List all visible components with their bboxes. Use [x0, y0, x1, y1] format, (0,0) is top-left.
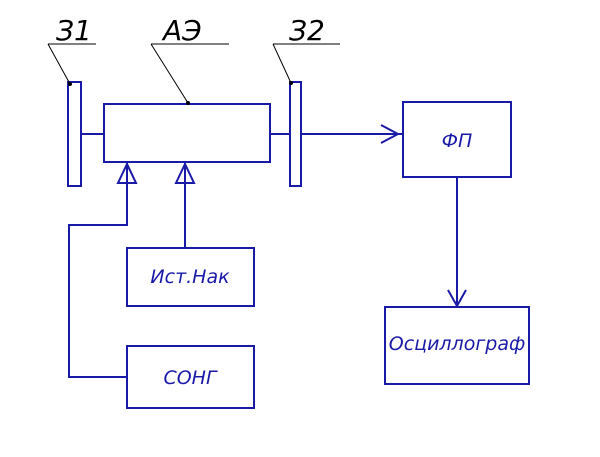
pump-source-block	[126, 247, 255, 307]
pump-source-label: Ист.Нак	[150, 266, 230, 288]
mirror-1-leader-dot	[68, 82, 72, 86]
arrow-to-photodetector	[380, 124, 401, 144]
active-element-leader	[150, 43, 189, 104]
generator-to-active-element-line	[68, 162, 128, 378]
active-element-block	[103, 103, 271, 163]
oscilloscope-label: Осциллограф	[389, 333, 526, 355]
oscilloscope-block	[384, 306, 530, 385]
mirror-2-leader-dot	[289, 81, 293, 85]
mirror-1-leader	[47, 43, 71, 85]
arrow-pump-to-active-element	[174, 161, 196, 184]
mirror-1	[67, 81, 82, 187]
mirror-2-label: З2	[289, 14, 325, 47]
active-element-leader-dot	[186, 101, 190, 105]
mirror-1-label: З1	[56, 14, 92, 47]
photodetector-label: ФП	[442, 130, 473, 152]
generator-label: СОНГ	[163, 367, 218, 389]
mirror-2-leader	[272, 43, 292, 84]
active-element-label: АЭ	[161, 14, 202, 47]
arrow-generator-to-active-element	[116, 161, 138, 184]
mirror-2	[289, 81, 302, 187]
